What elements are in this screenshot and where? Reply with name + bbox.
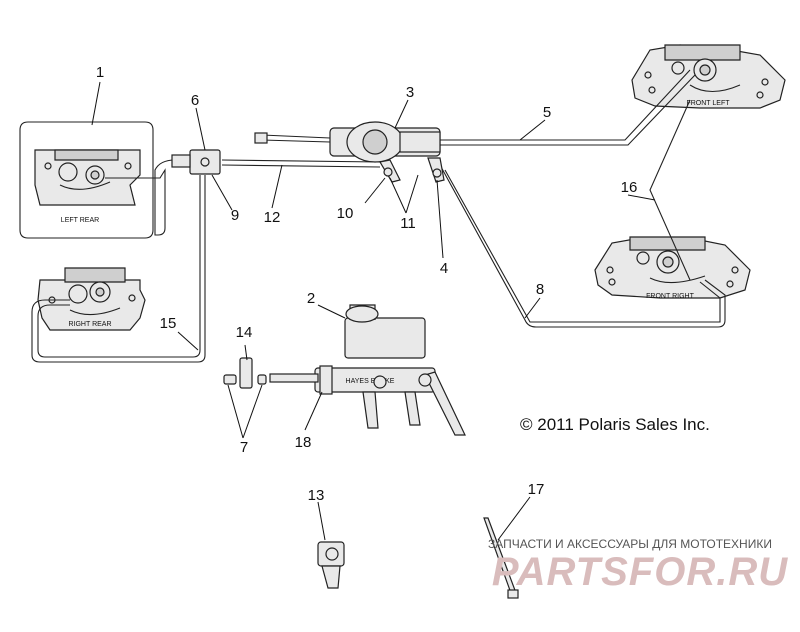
callout-15: 15 [160,315,177,332]
left-rear-label: LEFT REAR [61,217,99,224]
front-right-label: FRONT RIGHT [646,293,694,300]
right-rear-caliper: RIGHT REAR [37,267,146,331]
master-cylinder: HAYES BRAKE [269,304,466,436]
master-cylinder-assembly [254,121,445,183]
tee-fitting [171,149,221,175]
brake-lines [31,69,726,363]
callout-13: 13 [308,487,325,504]
callout-1: 1 [96,64,104,81]
callout-18: 18 [295,434,312,451]
callout-4: 4 [440,260,448,277]
clevis-pin [223,357,267,389]
callout-16: 16 [621,179,638,196]
master-cylinder-label: HAYES BRAKE [346,378,395,385]
callout-6: 6 [191,92,199,109]
front-left-label: FRONT LEFT [686,100,730,107]
callout-7: 7 [240,439,248,456]
callout-3: 3 [406,84,414,101]
callout-8: 8 [536,281,544,298]
brake-switch [317,541,345,589]
callout-5: 5 [543,104,551,121]
callout-numbers: 1 2 3 4 5 6 7 8 9 10 11 12 13 14 15 16 1… [96,64,638,504]
callout-17: 17 [528,481,545,498]
right-rear-label: RIGHT REAR [68,321,111,328]
callout-2: 2 [307,290,315,307]
callout-14: 14 [236,324,253,341]
callout-11: 11 [400,215,416,232]
leader-lines [91,81,656,541]
callout-10: 10 [337,205,354,222]
copyright-text: © 2011 Polaris Sales Inc. [520,415,710,434]
watermark-brand: PARTSFOR.RU [492,550,788,594]
front-right-caliper: FRONT RIGHT [594,236,751,300]
callout-9: 9 [231,207,239,224]
front-left-caliper: FRONT LEFT [631,44,786,109]
watermark: ЗАПЧАСТИ И АКСЕССУАРЫ ДЛЯ МОТОТЕХНИКИ PA… [488,537,788,594]
tie-strap [483,517,519,599]
watermark-subtitle: ЗАПЧАСТИ И АКСЕССУАРЫ ДЛЯ МОТОТЕХНИКИ [488,537,772,551]
left-rear-caliper: LEFT REAR [19,121,154,239]
callout-12: 12 [264,209,281,226]
